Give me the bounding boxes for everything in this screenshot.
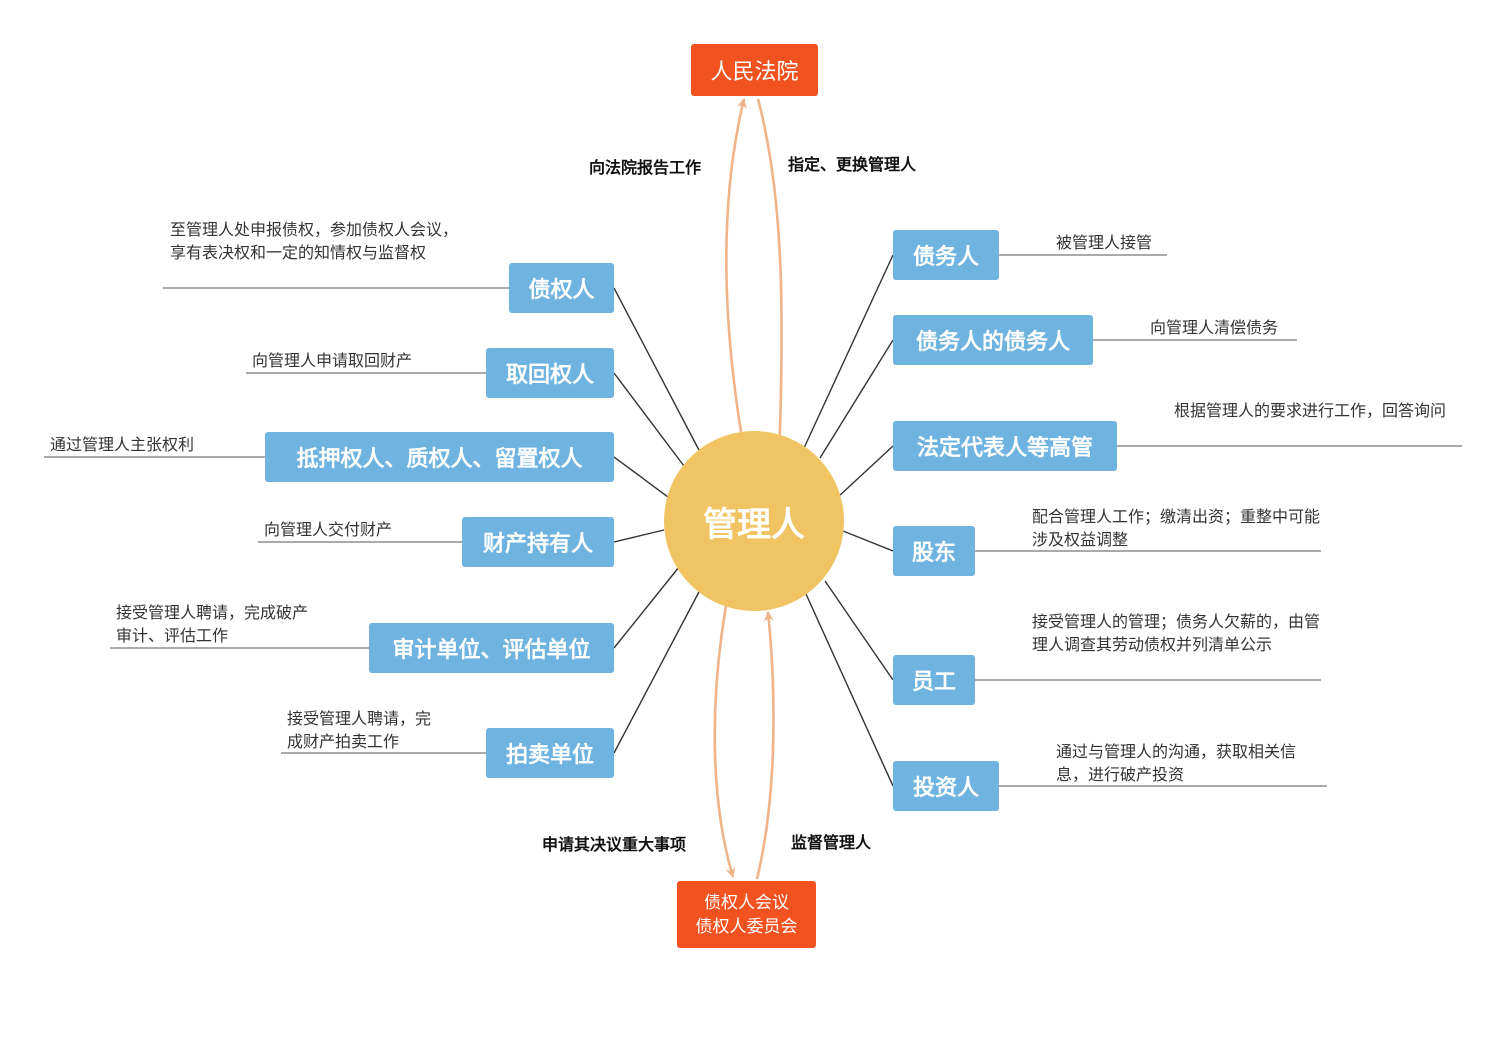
node-label: 债务人的债务人 (915, 330, 1070, 355)
link-auditor (613, 566, 680, 649)
note-debtor: 被管理人接管 (1056, 233, 1153, 252)
edge-label-report: 向法院报告工作 (589, 158, 702, 177)
link-staff (824, 580, 894, 681)
edge-label-apply: 申请其决议重大事项 (542, 835, 687, 854)
link-reclaimer (613, 372, 685, 467)
node-staff: 员工 (893, 655, 975, 705)
link-mortgagee (613, 456, 669, 498)
note-auction: 接受管理人聘请，完成财产拍卖工作 (287, 709, 432, 751)
arrow-apply-decision (713, 605, 736, 878)
note-investor: 通过与管理人的沟通，获取相关信息，进行破产投资 (1056, 742, 1297, 784)
node-investor: 投资人 (893, 761, 999, 811)
court-label: 人民法院 (710, 60, 799, 85)
node-property-holder: 财产持有人 (462, 517, 614, 567)
link-debtor (803, 254, 894, 449)
node-label: 财产持有人 (482, 532, 593, 557)
link-debtor-debtor (819, 339, 894, 459)
edge-label-supervise: 监督管理人 (791, 833, 872, 852)
note-shareholder: 配合管理人工作；缴清出资；重整中可能涉及权益调整 (1032, 507, 1321, 549)
node-label: 员工 (911, 670, 956, 695)
note-debtor-debtor: 向管理人清偿债务 (1150, 318, 1279, 337)
center-node: 管理人 (664, 431, 844, 611)
node-label: 股东 (911, 541, 956, 566)
node-label: 债权人 (528, 278, 595, 303)
note-mortgagee: 通过管理人主张权利 (50, 435, 195, 454)
node-shareholder: 股东 (893, 526, 975, 576)
note-staff: 接受管理人的管理；债务人欠薪的，由管理人调查其劳动债权并列清单公示 (1032, 612, 1321, 654)
arrow-supervise (755, 611, 775, 880)
node-auction: 拍卖单位 (486, 728, 614, 778)
node-label: 审计单位、评估单位 (392, 638, 591, 663)
edge-label-appoint: 指定、更换管理人 (788, 155, 917, 174)
link-property-holder (613, 529, 665, 543)
node-label: 债务人 (912, 245, 979, 270)
link-legal-rep (837, 445, 894, 498)
node-label: 法定代表人等高管 (916, 436, 1093, 461)
creditors-meeting-label: 债权人会议 (704, 892, 789, 913)
creditors-meeting-node: 债权人会议 债权人委员会 (677, 881, 816, 948)
arrow-appoint (756, 98, 785, 457)
link-creditor (613, 287, 701, 453)
arrow-report-to-court (725, 98, 747, 433)
node-creditor: 债权人 (509, 263, 614, 313)
node-debtor: 债务人 (893, 230, 999, 280)
node-mortgagee: 抵押权人、质权人、留置权人 (265, 432, 614, 482)
node-auditor: 审计单位、评估单位 (369, 623, 614, 673)
note-property-holder: 向管理人交付财产 (264, 520, 393, 539)
node-label: 投资人 (912, 776, 979, 801)
node-label: 抵押权人、质权人、留置权人 (296, 447, 583, 472)
creditors-committee-label: 债权人委员会 (695, 916, 798, 937)
link-auction (613, 589, 701, 754)
note-legal-rep: 根据管理人的要求进行工作，回答询问 (1174, 401, 1447, 420)
note-reclaimer: 向管理人申请取回财产 (252, 351, 413, 370)
court-node: 人民法院 (691, 44, 818, 96)
center-label: 管理人 (703, 504, 805, 545)
note-creditor: 至管理人处申报债权，参加债权人会议，享有表决权和一定的知情权与监督权 (170, 220, 459, 262)
node-label: 拍卖单位 (505, 743, 594, 768)
node-legal-rep: 法定代表人等高管 (893, 421, 1117, 471)
node-debtor-debtor: 债务人的债务人 (893, 315, 1093, 365)
node-reclaimer: 取回权人 (486, 348, 614, 398)
link-investor (805, 593, 894, 787)
note-auditor: 接受管理人聘请，完成破产审计、评估工作 (116, 603, 309, 645)
node-label: 取回权人 (505, 363, 594, 388)
link-shareholder (842, 530, 894, 552)
